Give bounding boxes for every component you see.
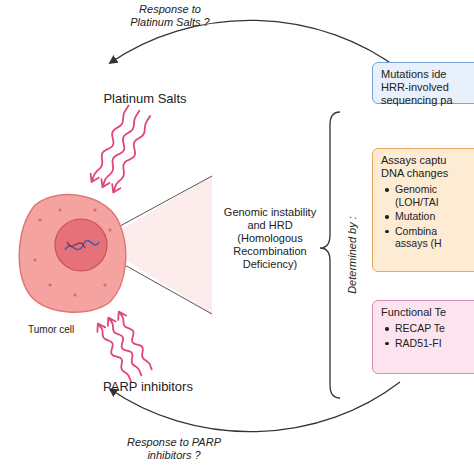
drug-label: PARP inhibitors bbox=[97, 378, 199, 396]
bullet-text: Genomic (LOH/TAI bbox=[395, 183, 463, 208]
concept-text: Genomic instability and HRD (Homologous … bbox=[218, 198, 322, 278]
bullet-dot bbox=[385, 215, 389, 219]
node-text: PARP inhibitors bbox=[97, 378, 199, 396]
bullet-text: Mutation bbox=[395, 210, 463, 223]
response-label: Response to PARP inhibitors ? bbox=[118, 436, 230, 462]
wavy-arrow bbox=[97, 312, 151, 382]
tumor-cell: Tumor cell bbox=[15, 190, 127, 315]
cell-label: Tumor cell bbox=[28, 324, 74, 335]
bullet-text: RECAP Te bbox=[395, 322, 463, 335]
method-box: Functional Te RECAP Te RAD51-FI bbox=[372, 300, 474, 374]
method-box: Assays captu DNA changesGenomic (LOH/TAI… bbox=[372, 148, 474, 272]
box-heading: Functional Te bbox=[381, 306, 469, 319]
bullet-dot bbox=[385, 230, 389, 234]
bullet-dot bbox=[385, 342, 389, 346]
bullet-text: Combina assays (H bbox=[395, 225, 463, 250]
node-text: Platinum Salts bbox=[94, 90, 196, 108]
box-heading: Assays captu DNA changes bbox=[381, 154, 469, 180]
box-heading: Mutations ide HRR-involved sequencing pa bbox=[381, 68, 469, 107]
curly-bracket bbox=[320, 112, 340, 398]
bullet-text: RAD51-FI bbox=[395, 337, 463, 350]
node-text: Genomic instability and HRD (Homologous … bbox=[218, 206, 322, 271]
cell-illustration bbox=[15, 190, 127, 315]
drug-label: Platinum Salts bbox=[94, 90, 196, 108]
bullet-dot bbox=[385, 327, 389, 331]
bracket-label: Determined by : bbox=[346, 216, 359, 294]
method-box: Mutations ide HRR-involved sequencing pa bbox=[372, 62, 474, 104]
response-label: Response to Platinum Salts ? bbox=[120, 3, 220, 29]
wavy-arrow bbox=[91, 105, 151, 192]
bullet-dot bbox=[385, 188, 389, 192]
